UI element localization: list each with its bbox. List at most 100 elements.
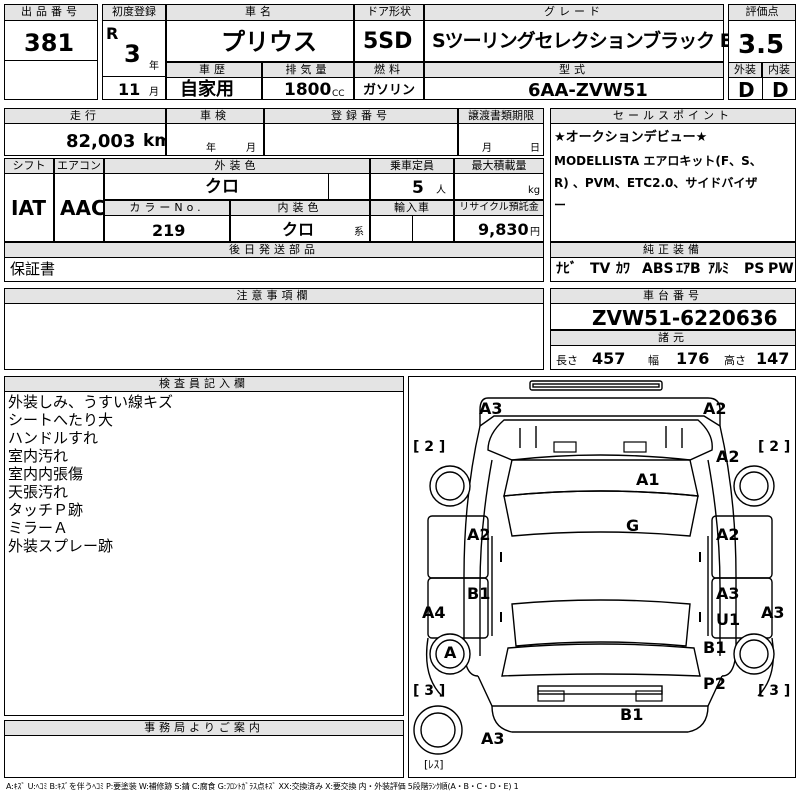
- import-label: 輸入車: [370, 200, 454, 216]
- score-label: 評価点: [728, 4, 796, 21]
- displacement-label: 排気量: [262, 62, 354, 78]
- displacement: 1800: [284, 80, 332, 100]
- equip-leather: ｶﾜ: [616, 261, 630, 277]
- equip-pw: PW: [768, 261, 794, 277]
- chassis-number: ZVW51-6220636: [592, 306, 778, 330]
- sales-line-4: ー: [554, 198, 567, 212]
- office-label: 事務局よりご案内: [4, 720, 404, 736]
- equip-ps: PS: [744, 261, 765, 277]
- parts-label: 後日発送部品: [4, 242, 544, 258]
- exterior-score: D: [738, 78, 755, 102]
- mark-rear-wheel-left: A: [444, 643, 457, 662]
- recycle: 9,830: [478, 220, 529, 239]
- inspector-line-3: ハンドルすれ: [8, 429, 99, 447]
- equip-alloy: ｱﾙﾐ: [708, 261, 729, 277]
- model-label: 車名: [166, 4, 354, 21]
- mark-front-fender-right: A2: [716, 447, 740, 466]
- equip-navi: ﾅﾋﾞ: [556, 261, 577, 277]
- interior-label: 内装: [762, 62, 796, 78]
- mark-rear-door-left: B1: [467, 584, 491, 603]
- inspector-label: 検査員記入欄: [4, 376, 404, 392]
- inspector-line-4: 室内汚れ: [8, 447, 69, 465]
- capacity-unit: 人: [436, 185, 446, 196]
- height: 147: [756, 349, 790, 368]
- colorno-label: カラーNo.: [104, 200, 230, 216]
- history-label: 車歴: [166, 62, 262, 78]
- car-diagram-box: [408, 376, 796, 778]
- mark-rear-door-right: A3: [716, 584, 740, 603]
- score-value: 3.5: [738, 30, 785, 60]
- era: R: [106, 24, 119, 43]
- interior-score: D: [772, 78, 789, 102]
- transfer-day: 日: [530, 143, 540, 154]
- int-color: クロ: [282, 220, 315, 239]
- sales-line-3: R) 、PVM、ETC2.0、サイドバイザ: [554, 176, 758, 190]
- first-reg-label: 初度登録: [102, 4, 166, 21]
- ac: AAC: [60, 196, 106, 220]
- inspector-line-2: シートへたり大: [8, 411, 114, 429]
- sales-box: [550, 108, 796, 242]
- recycle-label: リサイクル預託金: [454, 200, 544, 216]
- length: 457: [592, 349, 626, 368]
- mark-rear-bumper-left: A3: [481, 729, 505, 748]
- inspector-line-5: 室内内張傷: [8, 465, 84, 483]
- history: 自家用: [180, 79, 234, 100]
- capacity-label: 乗車定員: [370, 158, 454, 174]
- reg-month: 11: [118, 80, 141, 99]
- mark-windshield: G: [626, 516, 640, 535]
- sales-line-2: MODELLISTA エアロキット(F、S、: [554, 154, 762, 168]
- load-label: 最大積載量: [454, 158, 544, 174]
- mark-rear-quarter-left: A4: [422, 603, 446, 622]
- ac-label: エアコン: [54, 158, 104, 174]
- insp-year-unit: 年: [206, 143, 216, 154]
- sales-label: セールスポイント: [550, 108, 796, 124]
- month-unit: 月: [149, 87, 159, 98]
- exterior-label: 外装: [728, 62, 762, 78]
- dims-label: 諸元: [550, 330, 796, 346]
- type-label: 型式: [424, 62, 724, 78]
- displacement-unit: CC: [332, 89, 345, 99]
- mileage-label: 走行: [4, 108, 166, 124]
- mileage-unit: km: [143, 131, 173, 151]
- inspector-line-9: 外装スプレー跡: [8, 537, 114, 555]
- inspector-line-6: 天張汚れ: [8, 483, 69, 501]
- fuel-label: 燃料: [354, 62, 424, 78]
- inspector-line-7: タッチＰ跡: [8, 501, 84, 519]
- mark-front-door-right: A2: [716, 525, 740, 544]
- width: 176: [676, 349, 710, 368]
- inspector-box: [4, 376, 404, 716]
- mark-trunk-right: B1: [703, 638, 727, 657]
- shift-label: シフト: [4, 158, 54, 174]
- mark-rear-door-right-dent: U1: [716, 610, 741, 629]
- equip-tv: TV: [590, 261, 611, 277]
- grade: Sツーリングセレクションブラック ED: [432, 30, 747, 52]
- lot-label: 出品番号: [4, 4, 98, 21]
- equipment-label: 純正装備: [550, 242, 796, 258]
- length-label: 長さ: [556, 354, 578, 367]
- recycle-unit: 円: [530, 227, 540, 238]
- car-diagram: [413, 380, 775, 755]
- equip-abs: ABS: [642, 261, 674, 277]
- model-type: 6AA-ZVW51: [528, 80, 648, 101]
- mileage: 82,003: [66, 131, 136, 152]
- chassis-label: 車台番号: [550, 288, 796, 304]
- lot-number: 381: [24, 29, 75, 57]
- tire-front-right: [ 2 ]: [758, 439, 791, 455]
- tire-rear-right: [ 3 ]: [758, 683, 791, 699]
- grade-label: グレード: [424, 4, 724, 21]
- intcolor-label: 内装色: [230, 200, 370, 216]
- reg-year: 3: [124, 40, 141, 68]
- mark-rear-right: P2: [703, 674, 726, 693]
- height-label: 高さ: [724, 354, 746, 367]
- regno-label: 登録番号: [264, 108, 458, 124]
- mark-rear-bumper: B1: [620, 705, 644, 724]
- spare-label: [ﾚｽ]: [424, 758, 444, 771]
- insp-month-unit: 月: [246, 143, 256, 154]
- width-label: 幅: [648, 354, 659, 367]
- inspector-line-1: 外装しみ、うすい線キズ: [8, 393, 174, 411]
- color: クロ: [205, 177, 239, 197]
- year-unit: 年: [149, 61, 159, 72]
- transfer-month: 月: [482, 143, 492, 154]
- color-label: 外装色: [104, 158, 370, 174]
- notes-label: 注意事項欄: [4, 288, 544, 304]
